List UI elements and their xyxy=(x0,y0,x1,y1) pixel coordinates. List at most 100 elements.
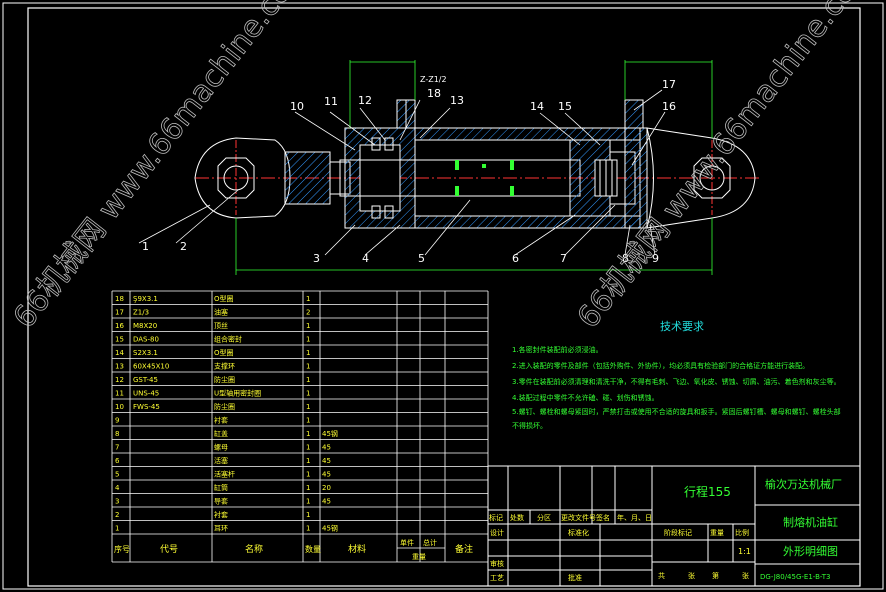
part-code: S2X3.1 xyxy=(133,349,158,357)
part-material: 45 xyxy=(322,498,331,506)
part-name: 活塞 xyxy=(214,456,228,465)
part-material: 45 xyxy=(322,471,331,479)
tb-date: 年、月、日 xyxy=(617,513,652,522)
scale-value: 1:1 xyxy=(738,547,751,556)
header-name: 名称 xyxy=(245,543,263,555)
part-qty: 1 xyxy=(306,525,310,533)
tb-std: 标准化 xyxy=(568,528,589,537)
part-qty: 1 xyxy=(306,471,310,479)
part-name: 衬套 xyxy=(214,510,228,519)
part-name: O型圈 xyxy=(214,294,234,303)
part-code: DAS-80 xyxy=(133,336,159,344)
balloon-6: 6 xyxy=(512,252,519,265)
header-no: 序号 xyxy=(114,544,130,554)
tb-count: 处数 xyxy=(510,513,524,522)
balloon-4: 4 xyxy=(362,252,369,265)
part-name: 导套 xyxy=(214,497,228,506)
right-eye xyxy=(646,127,756,229)
tech-line-1: 1.各密封件装配前必须浸油。 xyxy=(512,345,603,354)
part-no: 2 xyxy=(115,511,119,519)
part-no: 8 xyxy=(115,430,119,438)
part-no: 17 xyxy=(115,309,124,317)
balloon-17: 17 xyxy=(662,78,676,91)
cylinder-assembly xyxy=(138,60,760,275)
company-name: 榆次万达机械厂 xyxy=(765,477,842,491)
part-qty: 1 xyxy=(306,511,310,519)
balloon-labels: 1 2 3 4 5 6 7 8 9 10 11 12 13 14 15 16 1… xyxy=(142,75,676,265)
balloon-5: 5 xyxy=(418,252,425,265)
part-no: 7 xyxy=(115,444,119,452)
balloon-16: 16 xyxy=(662,100,676,113)
tb-review: 审核 xyxy=(490,559,504,568)
balloon-8: 8 xyxy=(622,252,629,265)
part-code: Z1/3 xyxy=(133,309,149,317)
tb-approve: 批准 xyxy=(568,573,582,582)
header-qty: 数量 xyxy=(305,544,321,554)
part-code: FWS-45 xyxy=(133,403,160,411)
part-no: 6 xyxy=(115,457,120,465)
part-no: 9 xyxy=(115,417,119,425)
part-qty: 1 xyxy=(306,430,310,438)
balloon-1: 1 xyxy=(142,240,149,253)
part-no: 18 xyxy=(115,295,124,303)
drawing-code: DG-J80/45G-E1-B-T3 xyxy=(760,573,831,581)
part-qty: 1 xyxy=(306,444,310,452)
header-unit: 单件 xyxy=(400,538,414,547)
balloon-2: 2 xyxy=(180,240,187,253)
part-name: 组合密封 xyxy=(214,335,242,344)
tb-sign: 签名 xyxy=(596,513,610,522)
part-code: Ş9X3.1 xyxy=(133,295,158,303)
balloon-7: 7 xyxy=(560,252,567,265)
tb-change-doc: 更改文件号 xyxy=(561,513,596,522)
part-no: 4 xyxy=(115,484,120,492)
part-qty: 2 xyxy=(306,309,310,317)
tb-stage: 阶段标记 xyxy=(664,528,692,537)
part-name: 缸筒 xyxy=(214,483,228,492)
part-no: 13 xyxy=(115,363,124,371)
part-material: 45钢 xyxy=(322,524,338,533)
tb-design: 设计 xyxy=(490,528,504,537)
part-no: 15 xyxy=(115,336,124,344)
tech-requirements: 技术要求 1.各密封件装配前必须浸油。 2.进入装配的零件及部件（包括外购件、外… xyxy=(512,320,841,430)
part-qty: 1 xyxy=(306,295,310,303)
balloon-3: 3 xyxy=(313,252,320,265)
header-weight: 重量 xyxy=(412,553,426,561)
part-qty: 1 xyxy=(306,403,310,411)
part-qty: 1 xyxy=(306,498,310,506)
title-block xyxy=(487,465,861,587)
part-qty: 1 xyxy=(306,390,310,398)
part-no: 3 xyxy=(115,498,119,506)
product-name: 制熔机油缸 xyxy=(783,515,838,529)
part-code: M8X20 xyxy=(133,322,157,330)
header-material: 材料 xyxy=(348,543,366,555)
tech-line-3: 3.零件在装配前必须清理和清洗干净，不得有毛刺、飞边、氧化皮、锈蚀、切屑、油污、… xyxy=(512,377,841,386)
part-qty: 1 xyxy=(306,457,310,465)
tech-line-5: 5.螺钉、螺栓和螺母紧固时，严禁打击或使用不合适的旋具和扳手。紧固后螺钉槽、螺母… xyxy=(512,407,841,416)
tech-line-6: 不得损坏。 xyxy=(512,421,547,430)
balloon-9: 9 xyxy=(652,252,659,265)
tb-mark: 标记 xyxy=(489,513,503,522)
part-qty: 1 xyxy=(306,363,310,371)
part-name: 油塞 xyxy=(214,308,228,317)
title-block-text: 行程155 榆次万达机械厂 制熔机油缸 外形明细图 DG-J80/45G-E1-… xyxy=(489,477,842,582)
tb-ratio: 比例 xyxy=(735,528,749,537)
part-material: 20 xyxy=(322,484,331,492)
tech-line-2: 2.进入装配的零件及部件（包括外购件、外协件），均必须具有检验部门的合格证方能进… xyxy=(512,361,809,370)
tb-sheet-no: 第 xyxy=(712,571,719,580)
tb-sheet-total: 共 xyxy=(658,571,665,580)
part-material: 45 xyxy=(322,444,331,452)
part-name: 防尘圈 xyxy=(214,375,235,384)
part-material: 45 xyxy=(322,457,331,465)
port-label: Z-Z1/2 xyxy=(420,75,447,84)
part-name: 支撑环 xyxy=(214,362,235,371)
balloon-10: 10 xyxy=(290,100,304,113)
part-material: 45钢 xyxy=(322,429,338,438)
part-name: 防尘圈 xyxy=(214,402,235,411)
balloon-15: 15 xyxy=(558,100,572,113)
part-qty: 1 xyxy=(306,322,310,330)
tb-weight: 重量 xyxy=(710,529,724,537)
part-qty: 1 xyxy=(306,417,310,425)
drawing-name: 外形明细图 xyxy=(783,545,838,558)
